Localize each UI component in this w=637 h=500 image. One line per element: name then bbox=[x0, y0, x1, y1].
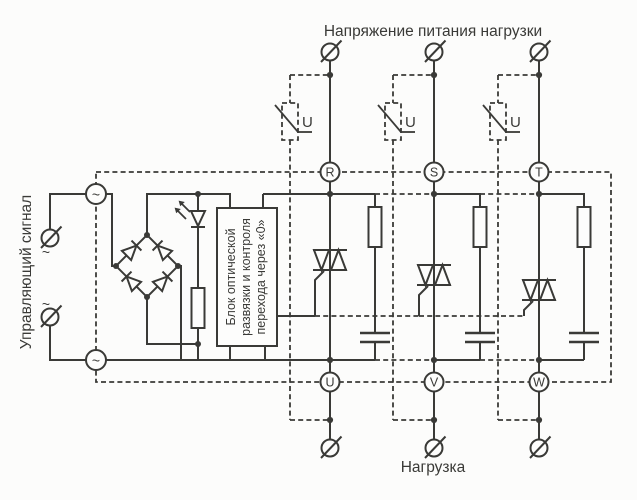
control-signal-label: Управляющий сигнал bbox=[18, 195, 35, 349]
svg-text:Блок оптической: Блок оптической bbox=[224, 228, 238, 325]
load-circle-w bbox=[528, 371, 550, 393]
snubber-wire bbox=[434, 193, 481, 361]
varistor-branch-r: U bbox=[274, 74, 330, 421]
varistor-label: U bbox=[302, 114, 313, 131]
triac-gate-wire bbox=[523, 300, 534, 316]
supply-title: Напряжение питания нагрузки bbox=[324, 23, 542, 40]
ac-source-mark-top: ~ bbox=[92, 187, 100, 203]
load-terminals bbox=[320, 435, 552, 459]
varistor-label: U bbox=[510, 114, 521, 131]
control-block: Блок оптической развязки и контроля пере… bbox=[216, 193, 375, 347]
control-wire-top bbox=[49, 193, 86, 230]
dc-minus-rail bbox=[146, 297, 198, 345]
diode-bridge bbox=[109, 228, 185, 304]
phase-circle-t bbox=[528, 161, 550, 183]
boundary-circles: R S T U V W bbox=[319, 161, 550, 393]
device-enclosure bbox=[95, 171, 612, 383]
snubber-resistor bbox=[576, 206, 592, 248]
varistor-label: U bbox=[405, 114, 416, 131]
load-terminal-v bbox=[424, 435, 447, 459]
supply-terminals bbox=[320, 39, 552, 63]
triac-gate-wire bbox=[418, 285, 429, 316]
load-circle-u bbox=[319, 371, 341, 393]
ac-mark-top: ~ bbox=[42, 244, 50, 260]
load-circle-v bbox=[423, 371, 445, 393]
svg-text:R: R bbox=[325, 166, 334, 180]
supply-terminal-r bbox=[320, 39, 343, 63]
control-resistor bbox=[190, 287, 206, 329]
varistor-branch-s: U bbox=[377, 74, 434, 421]
supply-terminal-t bbox=[529, 39, 552, 63]
led-light-arrow bbox=[178, 200, 185, 207]
svg-text:W: W bbox=[533, 376, 545, 390]
load-terminal-u bbox=[320, 435, 343, 459]
phase-circle-s bbox=[423, 161, 445, 183]
ac-source-mark-bottom: ~ bbox=[92, 353, 100, 369]
phase-circle-r bbox=[319, 161, 341, 183]
snubber-capacitor bbox=[463, 331, 497, 344]
svg-text:T: T bbox=[535, 166, 543, 180]
snubber-resistor bbox=[367, 206, 383, 248]
led-light-arrow bbox=[174, 207, 181, 214]
svg-text:развязки и контроля: развязки и контроля bbox=[239, 218, 253, 336]
snubber-capacitor bbox=[358, 331, 392, 344]
control-wire-bottom bbox=[49, 325, 86, 361]
control-circuit bbox=[106, 191, 375, 361]
bridge-ac-wire-left bbox=[106, 193, 116, 267]
bridge-ac-wire-right bbox=[178, 265, 182, 360]
snubber-resistor bbox=[472, 206, 488, 248]
ac-mark-bottom: ~ bbox=[42, 296, 50, 312]
dc-plus-rail bbox=[146, 193, 231, 235]
control-block-box bbox=[216, 207, 278, 347]
load-label: Нагрузка bbox=[401, 459, 466, 476]
supply-terminal-s bbox=[424, 39, 447, 63]
optocoupler-led bbox=[174, 194, 207, 288]
led-diode-icon bbox=[189, 210, 207, 229]
control-block-label: Блок оптической развязки и контроля пере… bbox=[224, 218, 268, 336]
svg-text:V: V bbox=[430, 376, 439, 390]
snubber-wire bbox=[539, 193, 585, 361]
triac-gate-wire bbox=[314, 270, 325, 316]
varistor-branch-t: U bbox=[482, 74, 539, 421]
snubber-capacitor bbox=[567, 331, 601, 344]
svg-text:S: S bbox=[430, 166, 438, 180]
load-terminal-w bbox=[529, 435, 552, 459]
svg-text:U: U bbox=[325, 376, 334, 390]
svg-text:перехода через «0»: перехода через «0» bbox=[254, 219, 268, 334]
